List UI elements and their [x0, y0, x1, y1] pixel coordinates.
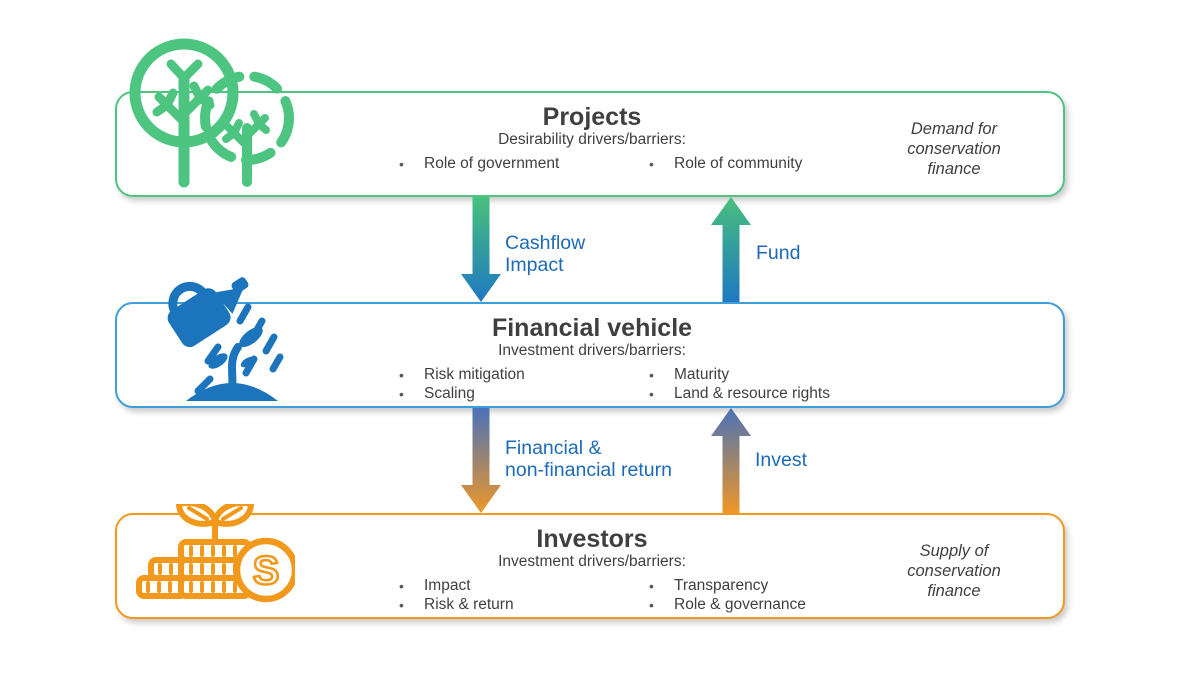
- trees-icon: [129, 38, 294, 188]
- demand-note: Demand for conservation finance: [907, 120, 1001, 178]
- bullet-role-of-government: Role of government: [397, 155, 647, 174]
- projects-subtitle: Desirability drivers/barriers:: [498, 131, 686, 148]
- investors-subtitle: Investment drivers/barriers:: [498, 553, 686, 570]
- vehicle-title: Financial vehicle: [491, 314, 693, 342]
- svg-text:S: S: [253, 549, 280, 593]
- bullet-role-governance: Role & governance: [647, 596, 897, 615]
- bullet-impact: Impact: [397, 577, 647, 596]
- vehicle-bullets: Risk mitigation Scaling Maturity Land & …: [397, 366, 897, 403]
- invest-up-arrow: [711, 408, 751, 513]
- cashflow-impact-down-arrow: [461, 197, 501, 302]
- projects-bullets: Role of government Role of community: [397, 155, 897, 174]
- bullet-role-of-community: Role of community: [647, 155, 897, 174]
- bullet-transparency: Transparency: [647, 577, 897, 596]
- investors-title: Investors: [536, 525, 648, 553]
- investors-content: Investors Investment drivers/barriers:: [267, 515, 917, 571]
- bullet-scaling: Scaling: [397, 385, 647, 404]
- watering-can-icon: [167, 277, 284, 401]
- vehicle-content: Financial vehicle Investment drivers/bar…: [267, 304, 917, 360]
- financial-return-down-arrow: [461, 408, 501, 513]
- cashflow-impact-label: Cashflow Impact: [505, 232, 586, 276]
- supply-note: Supply of conservation finance: [907, 542, 1001, 600]
- bullet-maturity: Maturity: [647, 366, 897, 385]
- bullet-risk-return: Risk & return: [397, 596, 647, 615]
- fund-up-arrow: [711, 197, 751, 302]
- projects-content: Projects Desirability drivers/barriers:: [267, 93, 917, 149]
- invest-label: Invest: [755, 449, 808, 471]
- projects-box: Projects Desirability drivers/barriers: …: [115, 91, 1065, 197]
- fund-label: Fund: [756, 242, 801, 264]
- money-plant-icon: S: [136, 504, 295, 603]
- investors-bullets: Impact Risk & return Transparency Role &…: [397, 577, 897, 614]
- financial-return-label: Financial & non-financial return: [505, 437, 672, 481]
- financial-vehicle-box: Financial vehicle Investment drivers/bar…: [115, 302, 1065, 408]
- projects-title: Projects: [542, 103, 642, 131]
- vehicle-subtitle: Investment drivers/barriers:: [498, 342, 686, 359]
- bullet-risk-mitigation: Risk mitigation: [397, 366, 647, 385]
- bullet-land-resource-rights: Land & resource rights: [647, 385, 897, 404]
